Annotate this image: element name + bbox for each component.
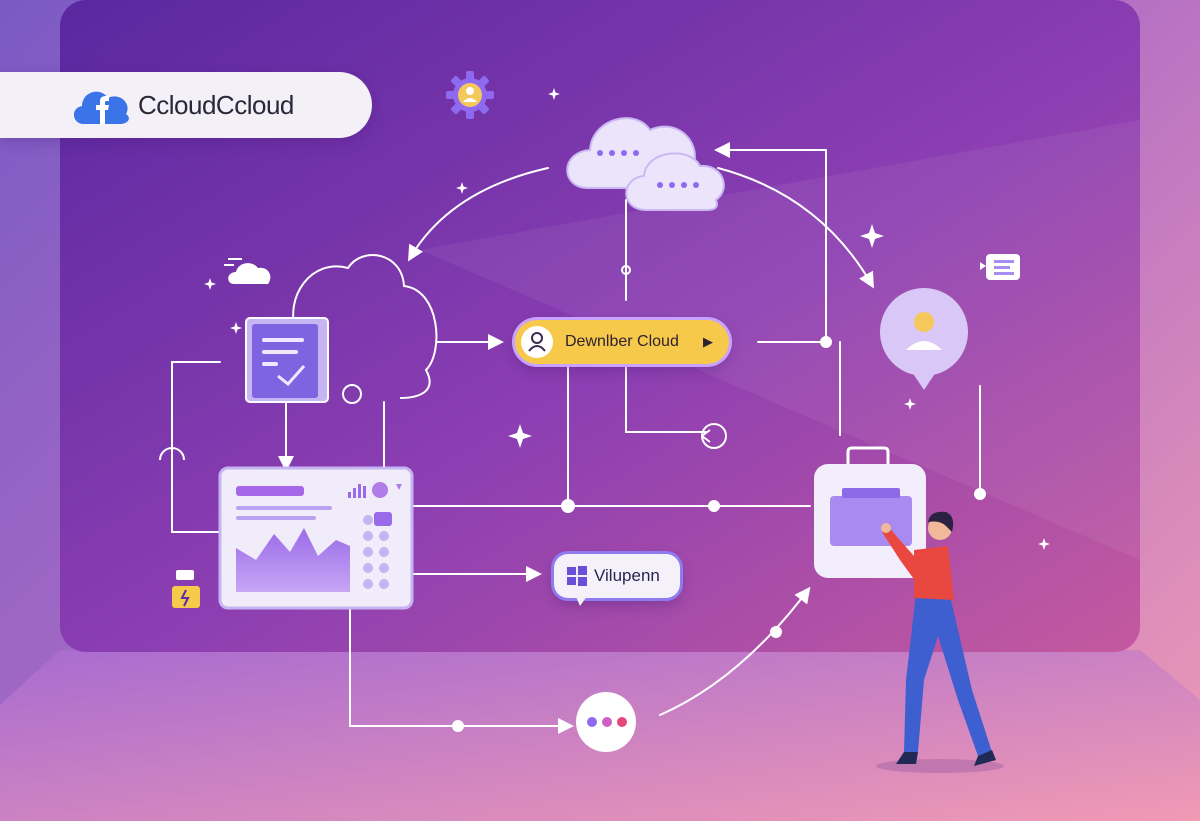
connector-lines [171,142,981,734]
connector-nodes [159,265,986,732]
brand-name: CcloudCcloud [138,90,294,120]
center-pill-label: Dewnlber Cloud [565,333,679,350]
person-pin-icon [880,288,968,390]
notes-icon [980,254,1020,280]
cloud-icon [625,152,725,211]
person-figure [876,511,1004,773]
chat-dots-icon [576,692,636,752]
user-icon [521,326,553,358]
brand-header: CcloudCcloud [0,72,372,138]
center-pill-button[interactable]: Dewnlber Cloud ▶ [515,320,729,364]
monitor-case-icon [814,446,926,578]
cloud-f-logo-icon [73,91,129,124]
wall-light-sweep [420,120,1140,560]
dashboard-panel-icon [218,466,414,610]
app-badge-label: Vilupenn [594,566,660,585]
app-badge-button[interactable]: Vilupenn [554,554,680,598]
app-badge-tail [574,592,590,606]
sparkle-decorations [204,88,1050,550]
play-arrow-icon: ▶ [703,334,713,349]
document-check-icon [245,317,329,403]
windows-icon [567,566,587,586]
tag-card-icon [172,570,200,608]
small-cloud-icon [224,258,271,284]
gear-person-icon [446,71,494,119]
